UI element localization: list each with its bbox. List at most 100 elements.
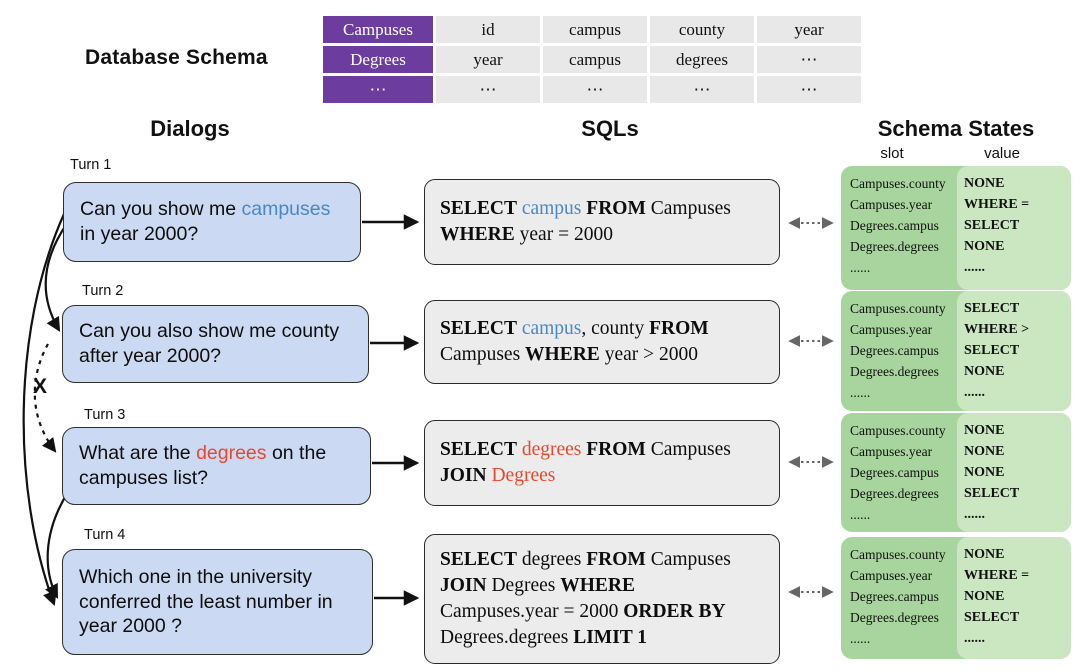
text-segment: conferred the least number in — [79, 590, 333, 613]
schema-table-row: ⋯⋯⋯⋯⋯ — [323, 76, 861, 103]
text-segment: Degrees.degrees — [440, 626, 574, 648]
text-segment: Degrees — [491, 465, 556, 486]
value-panel — [957, 291, 1071, 411]
table-name-cell: ⋯ — [323, 76, 433, 103]
text-segment: ORDER BY — [623, 601, 726, 622]
column-header-schema-states: Schema States — [877, 116, 1035, 141]
text-segment: degrees — [196, 442, 267, 465]
text-segment: SELECT — [440, 439, 517, 461]
text-segment: Campuses — [645, 198, 731, 220]
slot-name: ...... — [850, 631, 871, 646]
text-segment: LIMIT 1 — [573, 626, 648, 648]
column-cell: campus — [543, 16, 647, 43]
text-segment: Campuses.year = 2000 — [440, 601, 624, 622]
text-segment: degrees — [516, 549, 587, 571]
slot-value: ...... — [964, 507, 985, 522]
text-segment: year 2000 ? — [79, 615, 182, 638]
column-cell: ⋯ — [757, 46, 861, 73]
table-name-cell: Campuses — [323, 16, 433, 43]
column-cell: county — [650, 16, 754, 43]
text-segment: FROM — [586, 549, 646, 571]
slot-name: Degrees.campus — [850, 589, 939, 604]
slot-name: Campuses.county — [850, 423, 946, 438]
slot-name: Campuses.county — [850, 301, 946, 316]
text-segment: in year 2000? — [80, 223, 199, 245]
turn-1-label: Turn 1 — [70, 157, 112, 173]
column-cell: id — [436, 16, 540, 43]
slot-value: NONE — [964, 547, 1005, 562]
value-panel — [957, 413, 1071, 532]
slot-name: Campuses.county — [850, 176, 946, 191]
slot-name: ...... — [850, 507, 871, 522]
column-cell: degrees — [650, 46, 754, 73]
slot-value: NONE — [964, 423, 1005, 438]
column-cell: ⋯ — [757, 76, 861, 103]
slot-value: SELECT — [964, 486, 1020, 501]
slot-value: ...... — [964, 260, 985, 275]
turn-3-label: Turn 3 — [84, 407, 126, 423]
slot-value: WHERE = — [964, 568, 1030, 583]
text-segment: Which one in the university — [79, 565, 313, 588]
text-segment: FROM — [649, 318, 709, 340]
slot-name: Campuses.year — [850, 322, 933, 337]
text-segment: SELECT — [440, 198, 517, 220]
slot-value: NONE — [964, 465, 1005, 480]
text-segment: JOIN — [440, 575, 487, 597]
text-segment: Degrees — [486, 575, 561, 597]
text-segment: What are the — [79, 442, 197, 465]
text-segment: campus — [521, 198, 582, 220]
text-segment: Can you show me — [80, 198, 242, 221]
slot-name: Campuses.county — [850, 547, 946, 562]
text-segment: campus — [521, 318, 582, 340]
slot-name: Degrees.degrees — [850, 364, 939, 379]
slot-value: WHERE > — [964, 322, 1030, 337]
turn-2-label: Turn 2 — [82, 283, 124, 299]
value-column-label: value — [984, 145, 1020, 162]
text-segment: year = 2000 — [514, 224, 613, 245]
slot-value: SELECT — [964, 301, 1020, 316]
text-segment: SELECT — [440, 549, 517, 571]
slot-value: SELECT — [964, 610, 1020, 625]
text-segment: year > 2000 — [599, 344, 698, 365]
slot-value: NONE — [964, 589, 1005, 604]
slot-name: Degrees.campus — [850, 218, 939, 233]
slot-name: ...... — [850, 260, 871, 275]
slot-value: SELECT — [964, 343, 1020, 358]
column-cell: ⋯ — [436, 76, 540, 103]
text-segment: FROM — [586, 198, 646, 220]
slot-name: Degrees.campus — [850, 343, 939, 358]
slot-name: ...... — [850, 385, 871, 400]
text-segment: on the — [266, 442, 327, 465]
slot-value: NONE — [964, 364, 1005, 379]
turn-4-label: Turn 4 — [84, 527, 126, 543]
text-segment: WHERE — [440, 224, 515, 245]
text-segment: degrees — [521, 439, 582, 461]
text-segment: Campuses — [440, 344, 526, 365]
text-segment: after year 2000? — [79, 345, 222, 367]
text-segment: JOIN — [440, 465, 487, 486]
slot-name: Degrees.degrees — [850, 486, 939, 501]
